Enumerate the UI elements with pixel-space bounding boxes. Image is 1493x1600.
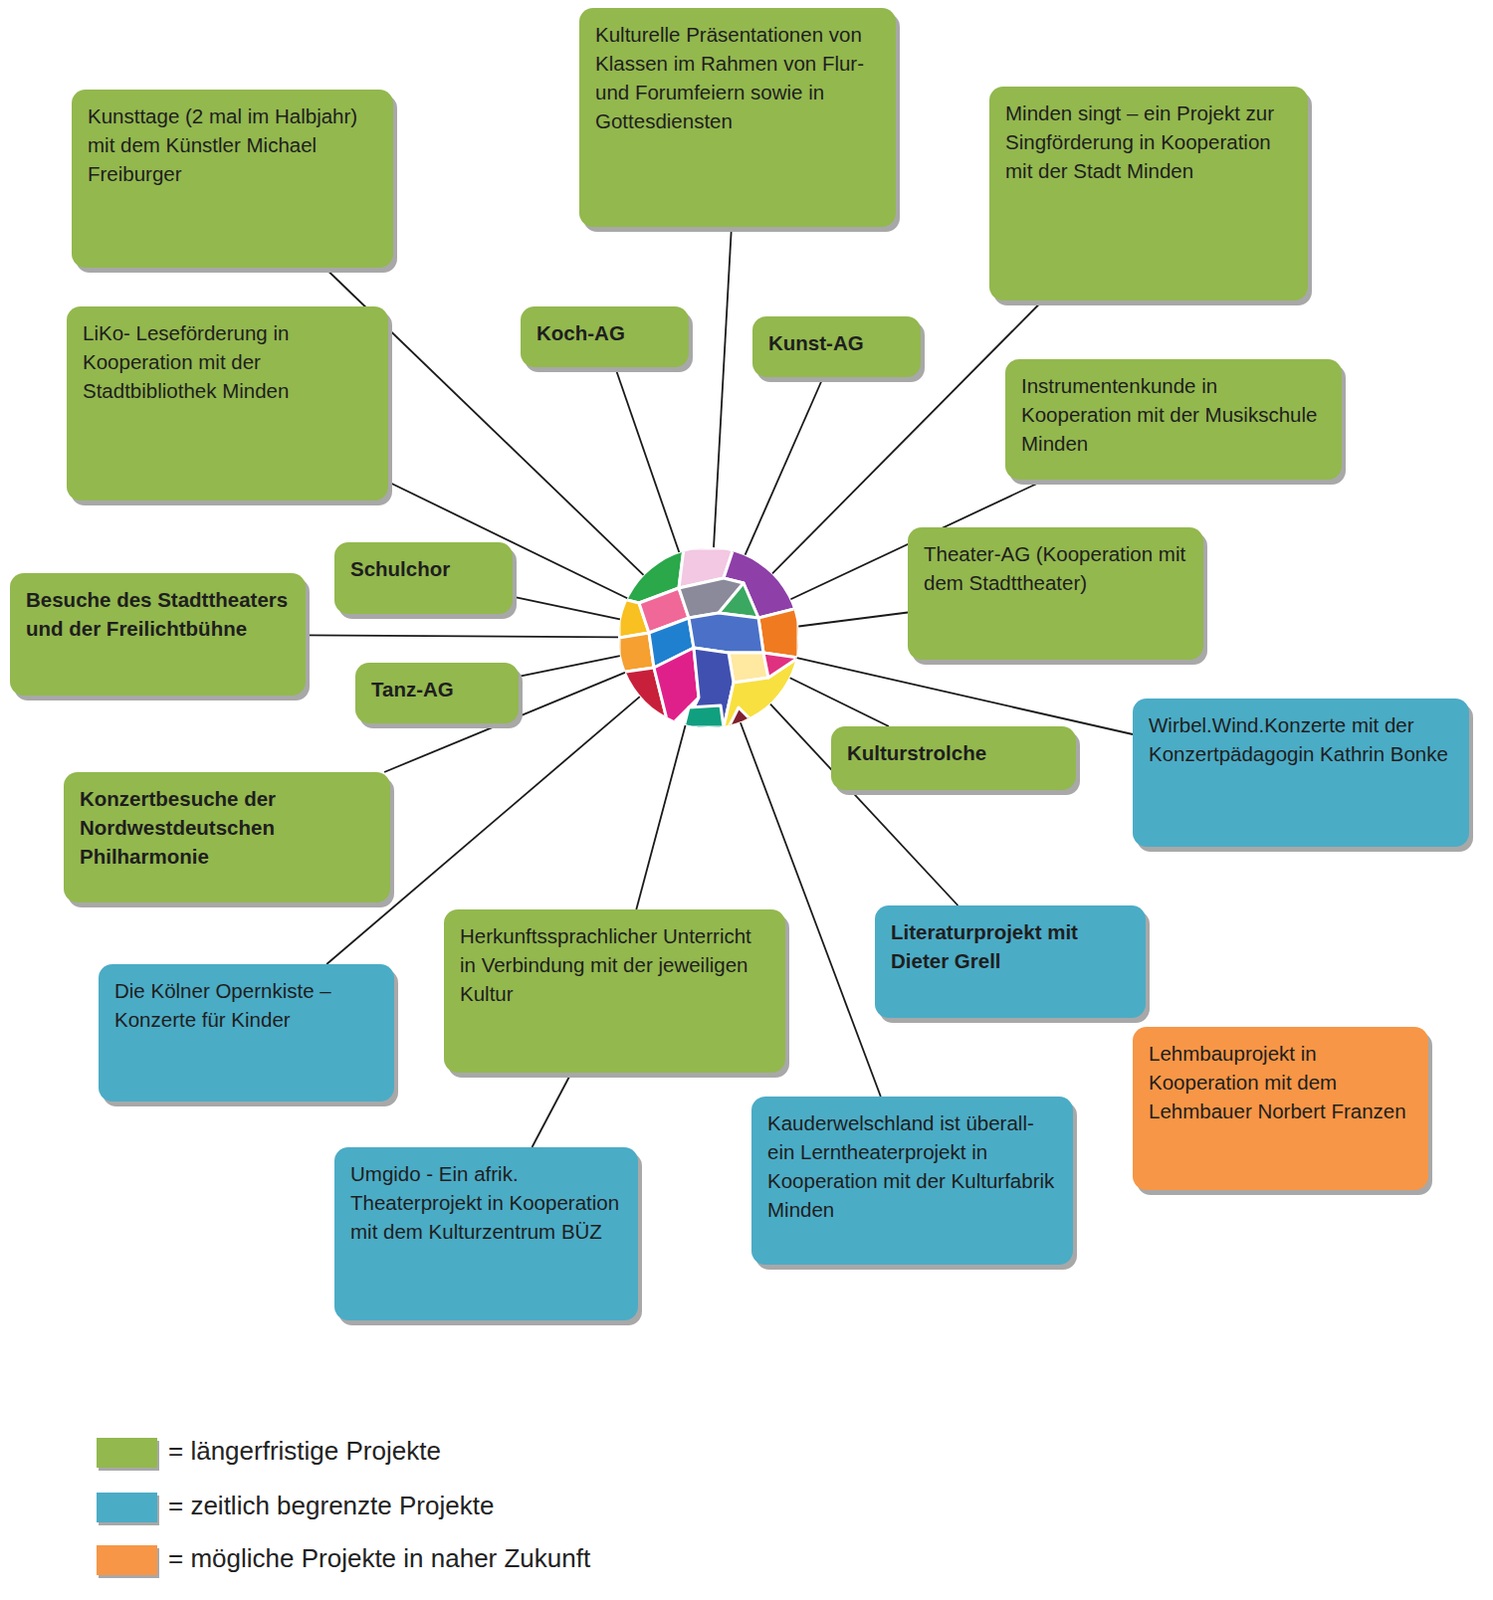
project-box: Koch-AG [520, 306, 689, 368]
legend-text: = zeitlich begrenzte Projekte [168, 1491, 494, 1522]
project-box: Kulturstrolche [831, 726, 1076, 791]
project-text: Besuche des Stadttheaters und der Freili… [25, 585, 290, 643]
project-text: Wirbel.Wind.Konzerte mit der Konzertpäda… [1148, 710, 1454, 769]
spoke-line [615, 367, 679, 553]
project-text: Theater-AG (Kooperation mit dem Stadtthe… [923, 539, 1188, 598]
legend-swatch [96, 1438, 158, 1469]
spoke-line [745, 377, 825, 556]
project-box: Kulturelle Präsentationen von Klassen im… [579, 7, 896, 227]
spoke-line [305, 635, 619, 638]
project-box: Die Kölner Opernkiste – Konzerte für Kin… [98, 964, 395, 1102]
project-box: LiKo- Leseförderung in Kooperation mit d… [66, 306, 389, 501]
spoke-line [797, 657, 1133, 735]
project-box: Besuche des Stadttheaters und der Freili… [9, 573, 306, 696]
project-text: Herkunftssprachlicher Unterricht in Verb… [459, 921, 770, 1009]
project-text: Die Kölner Opernkiste – Konzerte für Kin… [114, 976, 379, 1035]
project-box: Wirbel.Wind.Konzerte mit der Konzertpäda… [1132, 698, 1470, 848]
project-box: Theater-AG (Kooperation mit dem Stadtthe… [907, 527, 1204, 660]
project-text: Koch-AG [536, 318, 673, 348]
project-text: Literaturprojekt mit Dieter Grell [890, 917, 1130, 976]
spoke-line [713, 226, 732, 548]
project-box: Umgido - Ein afrik. Theaterprojekt in Ko… [334, 1147, 639, 1321]
project-box: Herkunftssprachlicher Unterricht in Verb… [443, 909, 786, 1073]
project-text: Schulchor [350, 554, 497, 584]
project-text: Kunsttage (2 mal im Halbjahr) mit dem Kü… [87, 101, 378, 189]
project-text: Tanz-AG [371, 674, 503, 704]
project-text: LiKo- Leseförderung in Kooperation mit d… [82, 318, 373, 406]
legend-text: = längerfristige Projekte [168, 1436, 441, 1468]
legend-swatch [96, 1493, 158, 1523]
project-text: Instrumentenkunde in Kooperation mit der… [1021, 371, 1326, 458]
spoke-line [512, 597, 621, 621]
legend-swatch [96, 1545, 158, 1576]
spoke-line [518, 655, 621, 677]
legend-text: = mögliche Projekte in naher Zukunft [168, 1543, 591, 1575]
project-text: Kulturelle Präsentationen von Klassen im… [595, 19, 880, 136]
project-box: Kunsttage (2 mal im Halbjahr) mit dem Kü… [71, 89, 394, 268]
project-text: Lehmbauprojekt in Kooperation mit dem Le… [1148, 1039, 1413, 1126]
connector [532, 1072, 573, 1148]
project-box: Tanz-AG [355, 662, 519, 724]
project-text: Umgido - Ein afrik. Theaterprojekt in Ko… [350, 1159, 623, 1247]
project-text: Kunst-AG [768, 328, 905, 358]
project-box: Kauderwelschland ist überall- ein Lernth… [751, 1096, 1073, 1266]
project-box: Instrumentenkunde in Kooperation mit der… [1005, 359, 1342, 480]
project-box: Literaturprojekt mit Dieter Grell [874, 905, 1146, 1019]
project-box: Lehmbauprojekt in Kooperation mit dem Le… [1132, 1027, 1429, 1191]
spoke-line [636, 725, 685, 910]
project-text: Kulturstrolche [847, 738, 1061, 768]
project-box: Schulchor [334, 542, 513, 615]
spoke-line [790, 677, 889, 727]
project-text: Minden singt – ein Projekt zur Singförde… [1005, 98, 1292, 186]
project-text: Kauderwelschland ist überall- ein Lernth… [767, 1108, 1058, 1225]
project-box: Kunst-AG [752, 316, 921, 378]
project-text: Konzertbesuche der Nordwestdeutschen Phi… [79, 784, 375, 871]
project-box: Konzertbesuche der Nordwestdeutschen Phi… [63, 772, 391, 903]
spoke-line [798, 613, 908, 628]
project-box: Minden singt – ein Projekt zur Singförde… [989, 86, 1308, 301]
